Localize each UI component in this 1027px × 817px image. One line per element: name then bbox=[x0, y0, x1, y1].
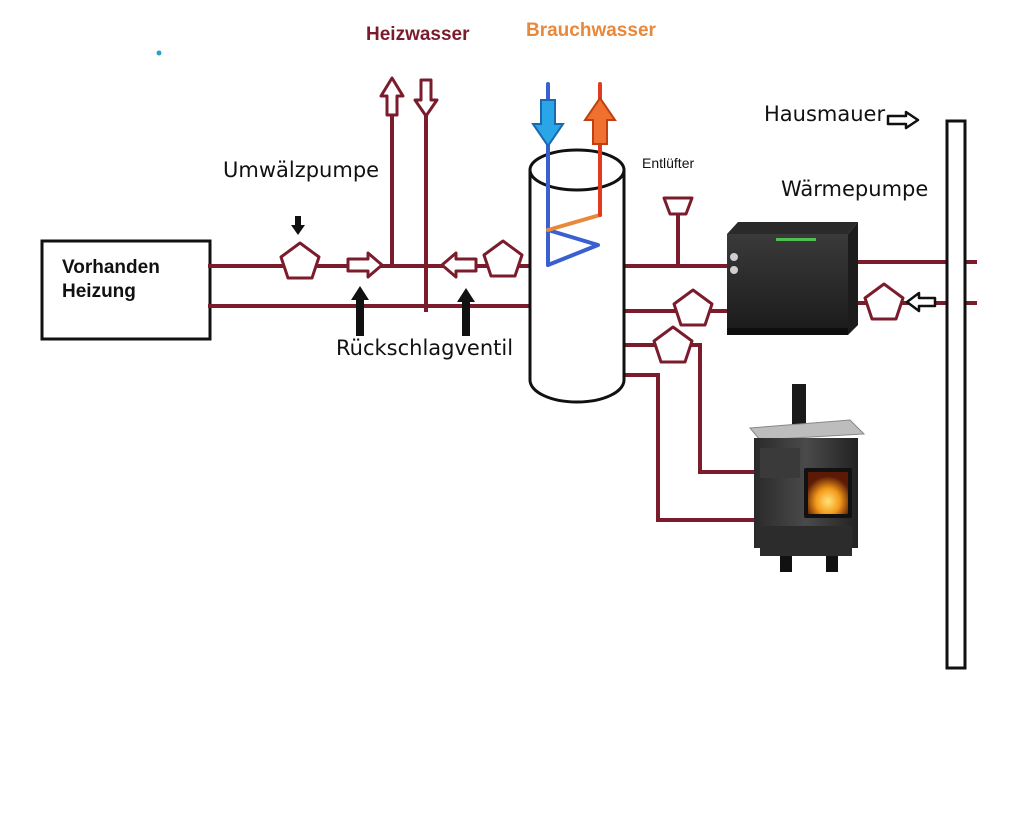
heizwasser-label: Heizwasser bbox=[366, 24, 470, 45]
flow-arrow-left-icon bbox=[440, 251, 478, 279]
rueckschlagventil-label: Rückschlagventil bbox=[336, 336, 514, 360]
pump-indicator-arrow-icon bbox=[291, 216, 305, 235]
vorhanden-heizung-line2: Heizung bbox=[62, 281, 136, 302]
pump-icon-hp-return bbox=[672, 288, 714, 327]
pump-icon-hp-wall bbox=[863, 282, 905, 321]
heat-pump-unit-icon bbox=[727, 222, 858, 335]
waermepumpe-label: Wärmepumpe bbox=[781, 177, 928, 201]
flow-arrow-right-icon bbox=[346, 251, 384, 279]
pump-icon-umwaelz-left bbox=[279, 241, 321, 280]
pipe-stove-outer bbox=[622, 373, 760, 522]
wood-stove-icon bbox=[748, 384, 866, 572]
brauchwasser-label: Brauchwasser bbox=[526, 20, 656, 41]
vorhanden-heizung-box bbox=[40, 239, 212, 341]
check-valve-arrow-icons bbox=[351, 286, 475, 336]
pump-icons bbox=[279, 239, 905, 364]
check-valve-arrow-icon-right bbox=[457, 288, 475, 336]
entluefter-icon bbox=[662, 196, 694, 216]
entluefter-label: Entlüfter bbox=[642, 155, 695, 171]
hp-return-arrow-icon bbox=[905, 291, 937, 313]
hot-water-arrow-icon bbox=[583, 96, 617, 145]
pump-icon-stove bbox=[652, 325, 694, 364]
pipe-stove-inner bbox=[622, 343, 760, 474]
hausmauer-wall bbox=[945, 119, 967, 670]
vorhanden-heizung-line1: Vorhanden bbox=[62, 257, 160, 278]
heizwasser-down-arrow-icon bbox=[413, 78, 439, 118]
stray-dot bbox=[156, 50, 162, 56]
check-valve-arrow-icon-left bbox=[351, 286, 369, 336]
hausmauer-label: Hausmauer bbox=[764, 102, 886, 126]
umwaelzpumpe-label: Umwälzpumpe bbox=[223, 158, 380, 182]
vorhanden-heizung-title: Vorhanden Heizung bbox=[62, 256, 160, 304]
hausmauer-arrow-icon bbox=[886, 110, 920, 130]
pump-icon-umwaelz-right bbox=[482, 239, 524, 278]
heizwasser-up-arrow-icon bbox=[379, 76, 405, 117]
cold-water-arrow-icon bbox=[531, 99, 565, 148]
hot-water-tank bbox=[528, 148, 626, 404]
